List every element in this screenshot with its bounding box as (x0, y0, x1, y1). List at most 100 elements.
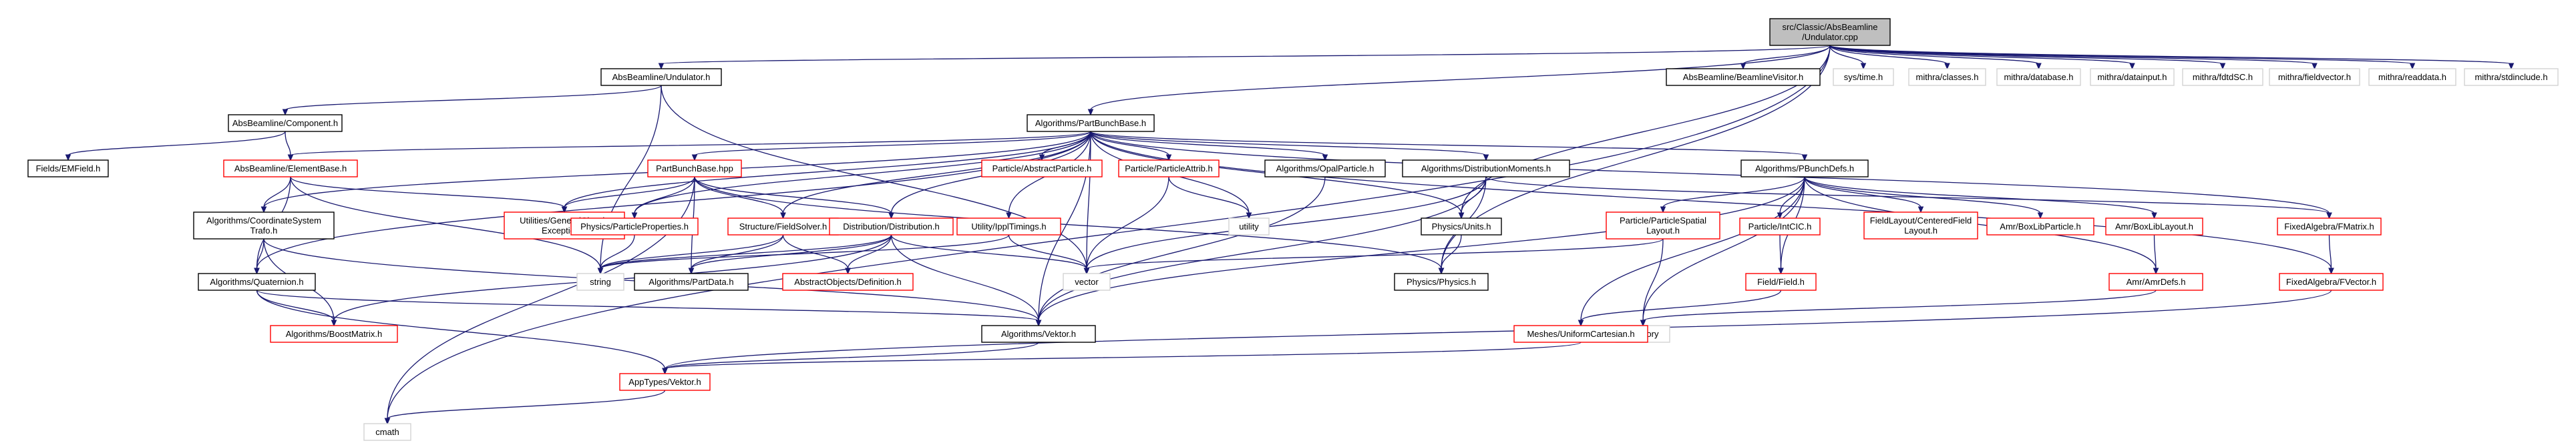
node-box (1402, 159, 1570, 177)
node-algorithms-opalparticle-h[interactable]: Algorithms/OpalParticle.h (1264, 159, 1386, 177)
node-label: mithra/stdinclude.h (2474, 72, 2547, 82)
node-absbeamline-beamlinevisitor-h[interactable]: AbsBeamline/BeamlineVisitor.h (1666, 68, 1821, 86)
edge-arrowhead (1801, 154, 1808, 161)
node-label: mithra/classes.h (1916, 72, 1979, 82)
node-box (2090, 68, 2175, 86)
edge-n25-n38 (847, 234, 892, 270)
node-label: Algorithms/DistributionMoments.h (1421, 163, 1551, 173)
node-box (1264, 159, 1386, 177)
node-label: PartBunchBase.hpp (656, 163, 733, 173)
node-box (981, 159, 1103, 177)
node-box (981, 325, 1096, 343)
edge-n12-n22 (564, 131, 1091, 208)
node-label: Amr/BoxLibParticle.h (2000, 221, 2080, 232)
node-algorithms-vektor-h[interactable]: Algorithms/Vektor.h (981, 325, 1096, 343)
node-label: Particle/IntCIC.h (1749, 221, 1812, 232)
edge-n12-n18 (1090, 131, 1326, 156)
edge-n14-n21 (263, 176, 291, 208)
node-box (570, 217, 699, 236)
node-label: FieldLayout/CenteredField (1870, 215, 1972, 226)
edge-arrowhead (1438, 268, 1445, 275)
edge-n12-n20 (1090, 131, 1805, 156)
node-structure-fieldsolver-h[interactable]: Structure/FieldSolver.h (727, 217, 839, 236)
node-absbeamline-elementbase-h[interactable]: AbsBeamline/ElementBase.h (223, 159, 358, 177)
edge-arrowhead (282, 109, 289, 116)
node-box (600, 68, 722, 86)
node-algorithms-distributionmoments-h[interactable]: Algorithms/DistributionMoments.h (1402, 159, 1570, 177)
node-algorithms-pbunchdefs-h[interactable]: Algorithms/PBunchDefs.h (1740, 159, 1869, 177)
node-algorithms-boostmatrix-h[interactable]: Algorithms/BoostMatrix.h (270, 325, 398, 343)
node-particle-intcic-h[interactable]: Particle/IntCIC.h (1739, 217, 1821, 236)
edge-n42-n46 (1642, 290, 2157, 322)
node-box (782, 273, 914, 291)
edge-n0-n8 (1829, 45, 2316, 65)
node-src-classic-absbeamline-undulator-cpp[interactable]: src/Classic/AbsBeamline/Undulator.cpp (1769, 18, 1891, 46)
node-fixedalgebra-fmatrix-h[interactable]: FixedAlgebra/FMatrix.h (2277, 217, 2382, 236)
node-label: src/Classic/AbsBeamline (1782, 22, 1877, 32)
node-utility-ippltimings-h[interactable]: Utility/IpplTimings.h (956, 217, 1061, 236)
node-field-field-h[interactable]: Field/Field.h (1745, 273, 1817, 291)
edge-n12-n24 (782, 131, 1091, 214)
node-apptypes-vektor-h[interactable]: AppTypes/Vektor.h (619, 373, 711, 391)
node-mithra-stdinclude-h: mithra/stdinclude.h (2464, 68, 2559, 86)
node-algorithms-partbunchbase-h[interactable]: Algorithms/PartBunchBase.h (1027, 114, 1155, 132)
node-box (1769, 18, 1891, 46)
edge-n15-n40 (694, 176, 1442, 270)
edge-arrowhead (254, 268, 260, 275)
node-box (1063, 273, 1111, 291)
node-distribution-distribution-h[interactable]: Distribution/Distribution.h (829, 217, 954, 236)
node-amr-boxliblayout-h[interactable]: Amr/BoxLibLayout.h (2105, 217, 2203, 236)
node-box (193, 211, 335, 240)
edge-n35-n45 (256, 290, 1039, 322)
edge-n12-n15 (694, 131, 1091, 156)
node-amr-boxlibparticle-h[interactable]: Amr/BoxLibParticle.h (1986, 217, 2094, 236)
node-layer: src/Classic/AbsBeamline/Undulator.cppAbs… (27, 18, 2559, 441)
edge-arrowhead (2508, 63, 2515, 70)
node-box (2182, 68, 2263, 86)
edge-n12-n23 (634, 131, 1091, 214)
node-physics-particleproperties-h[interactable]: Physics/ParticleProperties.h (570, 217, 699, 236)
node-label: Physics/Units.h (1432, 221, 1491, 232)
node-label: Field/Field.h (1757, 277, 1805, 287)
edge-n14-n22 (290, 176, 565, 208)
node-absbeamline-undulator-h[interactable]: AbsBeamline/Undulator.h (600, 68, 722, 86)
edge-n26-n39 (1008, 234, 1087, 270)
edge-arrowhead (1006, 212, 1012, 219)
node-algorithms-quaternion-h[interactable]: Algorithms/Quaternion.h (198, 273, 316, 291)
edge-n0-n4 (1829, 45, 1948, 65)
node-box (576, 273, 624, 291)
edge-arrowhead (658, 63, 665, 70)
node-label: FixedAlgebra/FVector.h (2286, 277, 2376, 287)
edge-n12-n39 (1086, 131, 1091, 270)
node-fixedalgebra-fvector-h[interactable]: FixedAlgebra/FVector.h (2279, 273, 2384, 291)
node-physics-units-h[interactable]: Physics/Units.h (1421, 217, 1502, 236)
node-label: mithra/fieldvector.h (2278, 72, 2351, 82)
node-particle-particleattrib-h[interactable]: Particle/ParticleAttrib.h (1118, 159, 1220, 177)
node-box (956, 217, 1061, 236)
node-box (1118, 159, 1220, 177)
node-amr-amrdefs-h[interactable]: Amr/AmrDefs.h (2108, 273, 2203, 291)
node-absbeamline-component-h[interactable]: AbsBeamline/Component.h (228, 114, 343, 132)
node-meshes-uniformcartesian-h[interactable]: Meshes/UniformCartesian.h (1513, 325, 1648, 343)
edge-n20-n29 (1662, 176, 1805, 208)
edge-n0-n6 (1829, 45, 2133, 65)
node-fields-emfield-h[interactable]: Fields/EMField.h (27, 159, 109, 177)
node-label: Algorithms/PartData.h (649, 277, 733, 287)
node-partbunchbase-hpp[interactable]: PartBunchBase.hpp (647, 159, 742, 177)
edge-n15-n25 (694, 176, 892, 214)
edge-n24-n37 (691, 234, 784, 270)
node-vector: vector (1063, 273, 1111, 291)
edge-arrowhead (287, 154, 294, 161)
edge-n25-n39 (890, 234, 1087, 270)
edge-n0-n9 (1829, 45, 2413, 65)
edge-arrowhead (331, 320, 337, 327)
node-physics-physics-h[interactable]: Physics/Physics.h (1394, 273, 1489, 291)
node-algorithms-partdata-h[interactable]: Algorithms/PartData.h (634, 273, 749, 291)
node-abstractobjects-definition-h[interactable]: AbstractObjects/Definition.h (782, 273, 914, 291)
edge-n12-n14 (290, 131, 1091, 156)
node-particle-abstractparticle-h[interactable]: Particle/AbstractParticle.h (981, 159, 1103, 177)
node-label: Amr/BoxLibLayout.h (2115, 221, 2193, 232)
